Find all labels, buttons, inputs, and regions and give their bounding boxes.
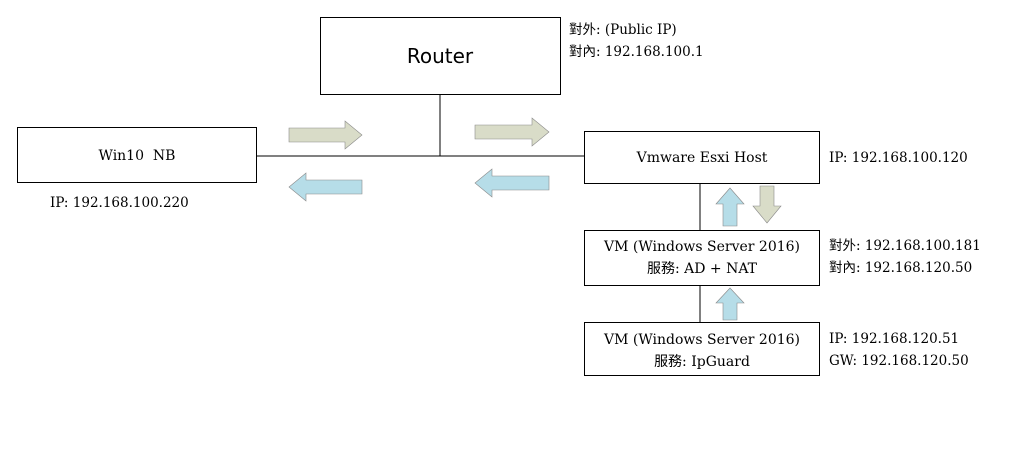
vm-ad-nat-title: VM (Windows Server 2016): [603, 239, 800, 255]
win10-label: Win10 NB: [99, 148, 176, 164]
traffic-arrow-down-icon: [752, 185, 782, 224]
router-box: [320, 17, 561, 95]
router-label: Router: [407, 44, 474, 68]
esxi-node: Vmware Esxi Host: [584, 131, 820, 184]
vm-ad-nat-box: [584, 230, 820, 286]
vm-ipguard-gateway: GW: 192.168.120.50: [829, 353, 969, 369]
vm-ad-nat-node: VM (Windows Server 2016) 服務: AD + NAT: [584, 230, 820, 286]
vm-ipguard-ip: IP: 192.168.120.51: [829, 331, 959, 347]
traffic-arrow-left-icon: [288, 172, 363, 202]
win10-ip: IP: 192.168.100.220: [50, 195, 189, 211]
vm-ad-nat-internal-ip: 對內: 192.168.120.50: [829, 260, 972, 276]
router-note-internal: 對內: 192.168.100.1: [569, 44, 704, 60]
vm-ipguard-service: 服務: IpGuard: [654, 354, 750, 370]
vm-ipguard-title: VM (Windows Server 2016): [603, 332, 800, 348]
router-note-external: 對外: (Public IP): [569, 22, 677, 38]
esxi-ip: IP: 192.168.100.120: [829, 150, 968, 166]
esxi-label: Vmware Esxi Host: [636, 150, 768, 166]
vm-ad-nat-external-ip: 對外: 192.168.100.181: [829, 238, 981, 254]
vm-ipguard-node: VM (Windows Server 2016) 服務: IpGuard: [584, 322, 820, 376]
esxi-box: [584, 131, 820, 184]
traffic-arrow-right-icon: [288, 120, 363, 150]
traffic-arrow-up-icon: [715, 187, 745, 227]
vm-ipguard-box: [584, 322, 820, 376]
traffic-arrow-left-icon: [474, 168, 550, 198]
traffic-arrow-right-icon: [474, 117, 550, 147]
win10-box: [17, 127, 257, 183]
vm-ad-nat-service: 服務: AD + NAT: [647, 261, 758, 277]
win10-node: Win10 NB: [17, 127, 257, 183]
router-node: Router: [320, 17, 561, 95]
traffic-arrow-up-icon: [715, 287, 745, 321]
